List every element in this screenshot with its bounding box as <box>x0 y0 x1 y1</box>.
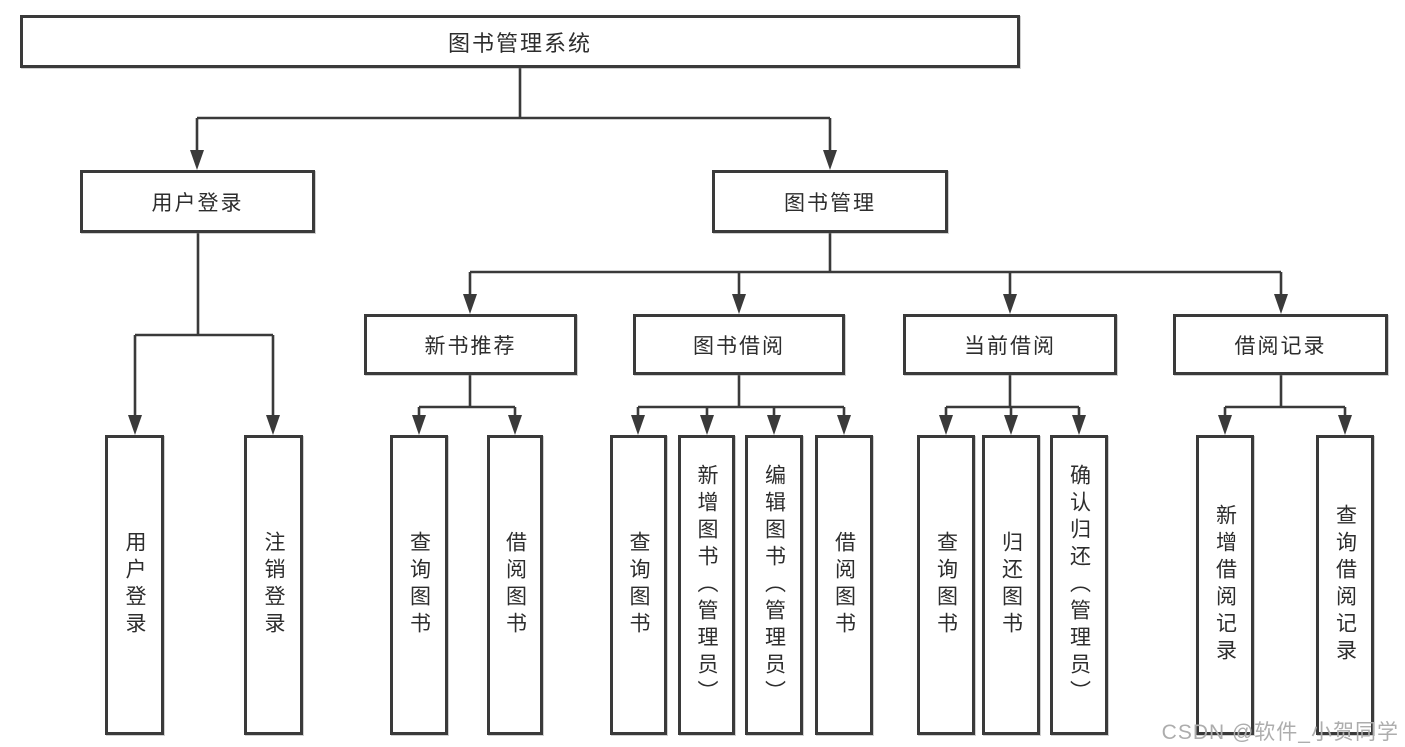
leaf-confirm-return-admin: 确认归还（管理员） <box>1050 435 1108 735</box>
leaf-edit-book-admin: 编辑图书（管理员） <box>745 435 803 735</box>
node-current-borrow: 当前借阅 <box>903 314 1117 375</box>
leaf-query-borrow-record: 查询借阅记录 <box>1316 435 1374 735</box>
leaf-return-book: 归还图书 <box>982 435 1040 735</box>
leaf-query-books-current: 查询图书 <box>917 435 975 735</box>
leaf-add-book-admin: 新增图书（管理员） <box>678 435 735 735</box>
leaf-add-borrow-record: 新增借阅记录 <box>1196 435 1254 735</box>
leaf-borrow-books-recommend: 借阅图书 <box>487 435 543 735</box>
node-book-management: 图书管理 <box>712 170 948 233</box>
leaf-query-books-borrow: 查询图书 <box>610 435 667 735</box>
leaf-logout: 注销登录 <box>244 435 303 735</box>
arrowheads <box>128 150 1352 435</box>
node-user-login: 用户登录 <box>80 170 315 233</box>
node-new-book-recommend: 新书推荐 <box>364 314 577 375</box>
leaf-borrow-books: 借阅图书 <box>815 435 873 735</box>
leaf-query-books-recommend: 查询图书 <box>390 435 448 735</box>
node-library-management-system: 图书管理系统 <box>20 15 1020 68</box>
leaf-user-login: 用户登录 <box>105 435 164 735</box>
csdn-watermark: CSDN @软件_小贺同学 <box>1161 721 1399 744</box>
node-book-borrow: 图书借阅 <box>633 314 845 375</box>
node-borrow-records: 借阅记录 <box>1173 314 1388 375</box>
